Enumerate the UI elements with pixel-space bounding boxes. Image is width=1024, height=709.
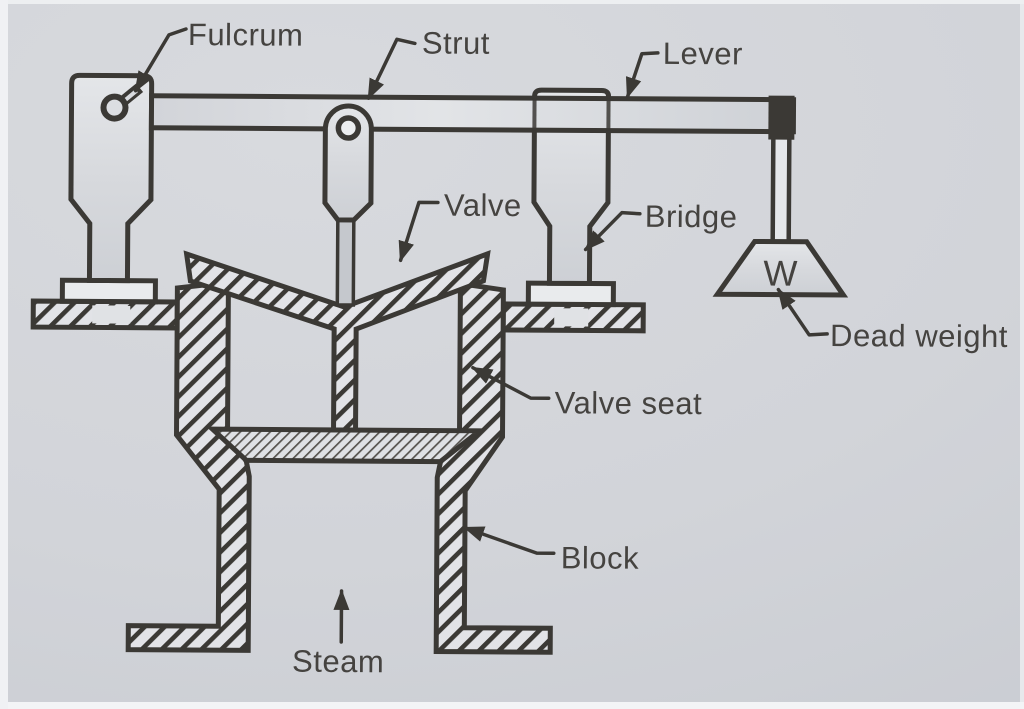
fulcrum-leader-line — [133, 27, 188, 93]
flange-bolt-gap-left — [92, 305, 131, 324]
dead-weight — [712, 238, 849, 298]
weight-symbol: W — [763, 253, 797, 294]
valve-label: Valve — [444, 188, 522, 223]
block-leader-line — [463, 525, 556, 556]
valve-seat-and-block-wall-left — [125, 279, 252, 653]
dead-weight-leader-line — [776, 287, 829, 337]
flange-bolt-gap-right — [554, 308, 589, 327]
hanger-rod — [770, 133, 792, 246]
chamber-floor-joint — [206, 426, 487, 465]
valve-seat-label: Valve seat — [555, 385, 703, 421]
part-labels: Fulcrum Strut Lever Valve Bridge Dead we… — [188, 17, 1008, 680]
lever-bar — [148, 93, 797, 135]
dead-weight-label: Dead weight — [830, 318, 1008, 354]
pedestal-fulcrum — [59, 277, 158, 305]
pedestal-bridge — [525, 280, 616, 308]
strut-leader-line — [366, 37, 417, 100]
strut-pin-hole — [335, 115, 362, 141]
fulcrum-label: Fulcrum — [188, 17, 304, 53]
bridge-leader-line — [583, 210, 642, 252]
lever-leader-line — [625, 51, 660, 99]
mounting-flange-left — [30, 298, 180, 331]
strut-rod — [335, 216, 356, 307]
lever-label: Lever — [663, 36, 743, 71]
leader-lines — [133, 27, 829, 644]
steam-label: Steam — [292, 644, 384, 680]
strut-label: Strut — [422, 25, 490, 60]
valve-disc-and-stem — [183, 250, 491, 433]
valve-leader-line — [398, 200, 440, 263]
mounting-flange-right — [500, 301, 646, 334]
valve-seat-leader-line — [471, 366, 551, 400]
block-label: Block — [561, 540, 640, 575]
bridge-post-edges-through-lever — [532, 98, 611, 131]
hanger-cap — [768, 95, 795, 140]
valve-seat-and-block-wall-right — [433, 280, 553, 655]
strut-head — [322, 103, 374, 223]
bridge-label: Bridge — [645, 199, 738, 235]
